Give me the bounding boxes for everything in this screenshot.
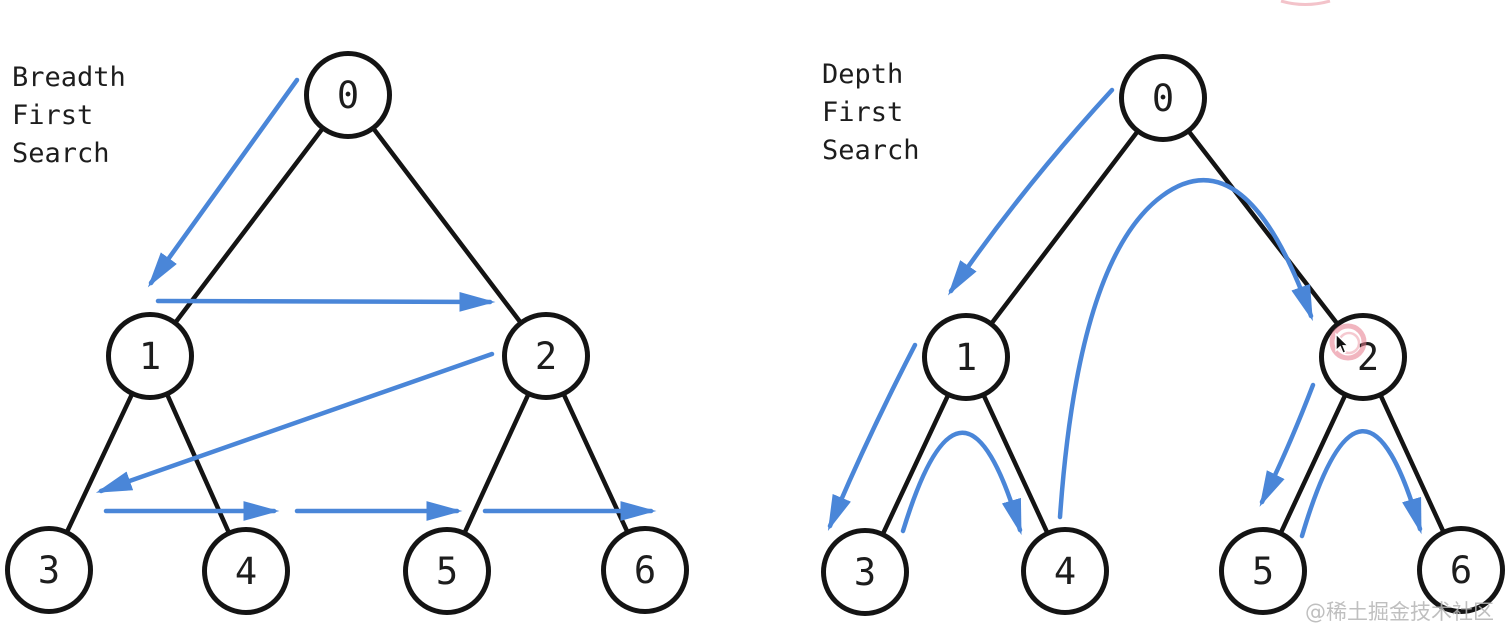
bfs-diagram: Breadth First Search 0 1 2 3 4 5 bbox=[5, 51, 689, 615]
bfs-node-circle-6 bbox=[601, 526, 689, 614]
click-highlight-ring bbox=[1329, 323, 1367, 361]
dfs-node-circle-6 bbox=[1417, 526, 1505, 614]
dfs-arrow-5-to-6 bbox=[1299, 429, 1423, 539]
bfs-node-circle-3 bbox=[5, 526, 93, 614]
dfs-node-circle-2 bbox=[1319, 313, 1407, 401]
dfs-nodes: 0 1 2 3 4 5 6 bbox=[821, 54, 1505, 616]
stray-red-mark bbox=[1280, 0, 1331, 6]
bfs-node-label-1: 1 bbox=[139, 335, 161, 378]
dfs-node-circle-3 bbox=[821, 528, 909, 616]
bfs-node-label-0: 0 bbox=[337, 74, 359, 117]
bfs-node-label-6: 6 bbox=[634, 549, 656, 592]
dfs-title: Depth First Search bbox=[822, 59, 920, 166]
bfs-title-line-3: Search bbox=[12, 138, 110, 169]
bfs-nodes: 0 1 2 3 4 5 6 bbox=[5, 51, 689, 615]
dfs-node-label-3: 3 bbox=[854, 551, 876, 594]
dfs-edge-0-2 bbox=[1160, 95, 1366, 360]
bfs-traversal-arrows bbox=[95, 77, 657, 521]
bfs-arrow-2-to-3 bbox=[95, 351, 495, 494]
dfs-node-label-5: 5 bbox=[1252, 550, 1274, 593]
bfs-node-circle-0 bbox=[304, 51, 392, 139]
bfs-node-circle-5 bbox=[403, 527, 491, 615]
bfs-node-label-5: 5 bbox=[436, 550, 458, 593]
bfs-node-label-2: 2 bbox=[535, 335, 557, 378]
bfs-node-label-4: 4 bbox=[235, 550, 257, 593]
dfs-diagram: Depth First Search 0 1 2 3 4 5 6 bbox=[821, 54, 1505, 616]
dfs-arrow-1-to-3 bbox=[827, 342, 918, 531]
dfs-node-label-4: 4 bbox=[1054, 550, 1076, 593]
mouse-cursor-icon bbox=[1335, 332, 1350, 355]
bfs-node-circle-2 bbox=[502, 312, 590, 400]
bfs-title-line-2: First bbox=[12, 100, 93, 131]
dfs-node-label-1: 1 bbox=[955, 336, 977, 379]
bfs-node-circle-1 bbox=[106, 312, 194, 400]
annotations bbox=[1280, 0, 1367, 361]
dfs-node-circle-1 bbox=[922, 313, 1010, 401]
dfs-traversal-arrows bbox=[827, 87, 1423, 539]
bfs-title: Breadth First Search bbox=[12, 62, 126, 169]
watermark: @稀土掘金技术社区 bbox=[1305, 600, 1494, 624]
dfs-arrow-3-to-4 bbox=[900, 430, 1023, 536]
bfs-title-line-1: Breadth bbox=[12, 62, 126, 93]
dfs-title-line-1: Depth bbox=[822, 59, 903, 90]
dfs-arrow-2-to-5 bbox=[1259, 382, 1316, 507]
bfs-edge-0-1 bbox=[147, 92, 351, 359]
dfs-node-circle-4 bbox=[1021, 527, 1109, 615]
bfs-arrow-0-to-1 bbox=[147, 77, 300, 288]
dfs-node-label-0: 0 bbox=[1152, 77, 1174, 120]
bfs-node-label-3: 3 bbox=[38, 549, 60, 592]
bfs-arrow-1-to-2 bbox=[155, 292, 496, 312]
dfs-title-line-3: Search bbox=[822, 135, 920, 166]
bfs-edge-0-2 bbox=[345, 92, 549, 359]
dfs-node-label-6: 6 bbox=[1450, 549, 1472, 592]
bfs-node-circle-4 bbox=[202, 527, 290, 615]
dfs-arrow-0-to-1 bbox=[947, 87, 1115, 296]
dfs-node-circle-5 bbox=[1219, 527, 1307, 615]
dfs-arrow-4-to-2 bbox=[1057, 178, 1314, 520]
dfs-node-circle-0 bbox=[1119, 54, 1207, 142]
dfs-edge-0-1 bbox=[963, 95, 1166, 360]
dfs-title-line-2: First bbox=[822, 97, 903, 128]
